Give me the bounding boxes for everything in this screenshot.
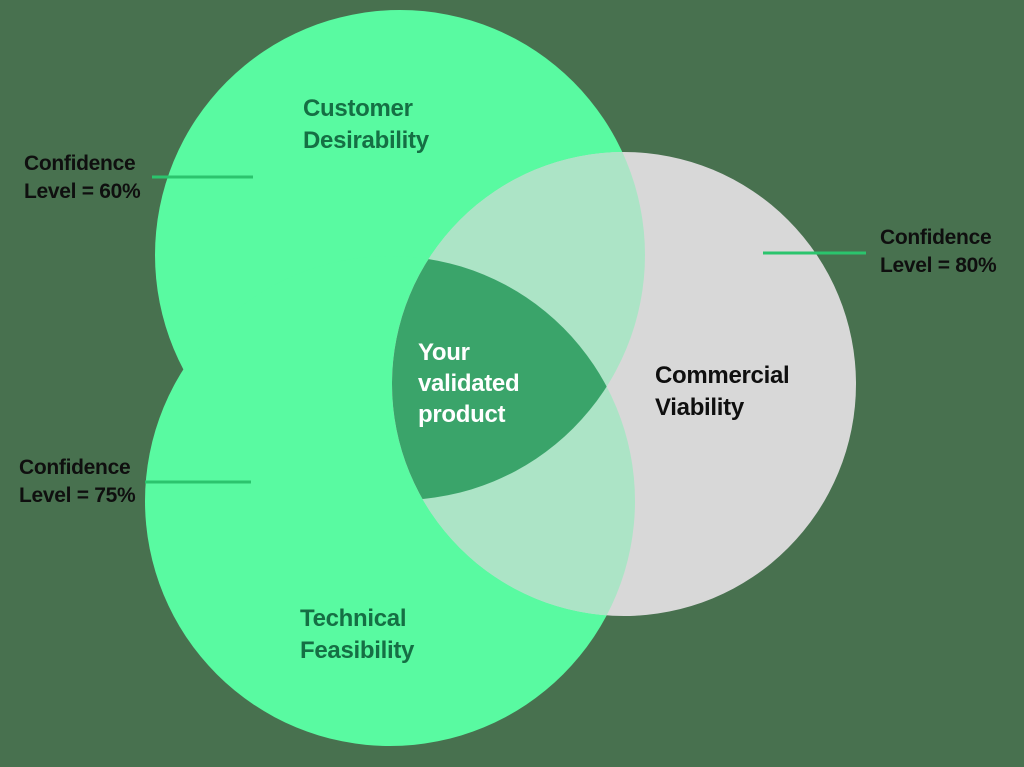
label-confidence-technical-feasibility: Confidence Level = 75% — [19, 456, 136, 507]
label-validated-product: Your validated product — [418, 339, 520, 428]
label-commercial-viability: Commercial Viability — [655, 362, 790, 421]
label-confidence-commercial-viability: Confidence Level = 80% — [880, 226, 997, 277]
label-customer-desirability: Customer Desirability — [303, 95, 429, 154]
overlap-center-validated-product — [392, 256, 635, 500]
label-technical-feasibility: Technical Feasibility — [300, 605, 415, 664]
label-confidence-customer-desirability: Confidence Level = 60% — [24, 152, 141, 203]
